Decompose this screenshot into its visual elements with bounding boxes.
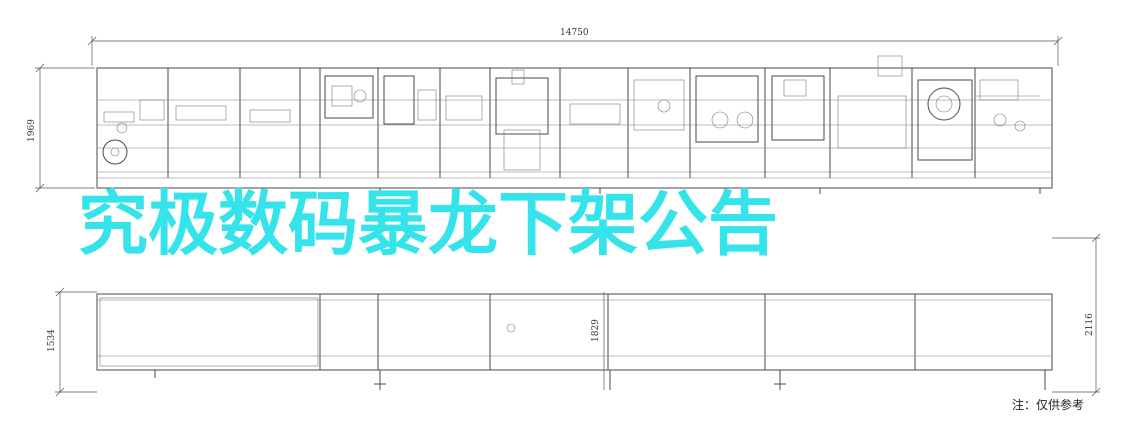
- bottom-left-dimension-line: [55, 287, 97, 397]
- overlay-title: 究极数码暴龙下架公告: [78, 183, 778, 265]
- bottom-right-dimension-line: [1052, 233, 1101, 397]
- dimension-total-length: 14750: [560, 28, 589, 38]
- top-height-dimension-line: [35, 63, 95, 193]
- plan-view: [96, 293, 1053, 390]
- top-dimension-line: [87, 36, 1063, 66]
- reference-note: 注：仅供参考: [1012, 398, 1085, 412]
- dimension-bottom-right-height: 2116: [1085, 313, 1095, 336]
- dimension-bottom-left-height: 1534: [47, 329, 57, 352]
- elevation-view: [96, 55, 1053, 194]
- dimension-top-height: 1969: [27, 119, 37, 142]
- dimension-bottom-mid-height: 1829: [591, 319, 601, 342]
